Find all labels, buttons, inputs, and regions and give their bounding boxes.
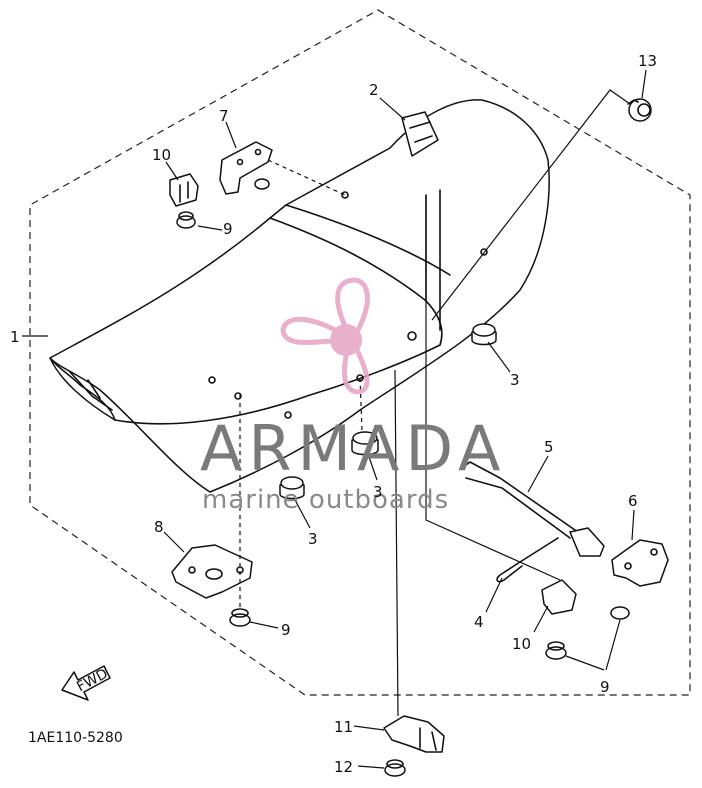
callout-7: 7	[219, 107, 229, 125]
bracket-hole	[254, 148, 262, 156]
part-5-rod-parallel	[465, 477, 571, 539]
clip-detail	[179, 181, 189, 203]
assembly-boundary	[29, 9, 691, 696]
part-12-nut	[384, 759, 406, 777]
plate-center-hole	[205, 568, 223, 580]
mount-hole	[480, 248, 488, 256]
seat-ridge	[269, 217, 443, 346]
part-10-clip-top	[169, 173, 199, 207]
bracket-hole	[624, 562, 632, 570]
part-13-cap	[627, 98, 652, 122]
callout-3-center: 3	[373, 483, 383, 501]
part-9-damper-lower-right	[545, 606, 630, 660]
fwd-label: FWD	[74, 666, 110, 695]
seat-front-edge	[285, 204, 451, 276]
bracket-hole	[236, 158, 244, 166]
propeller-icon	[280, 277, 370, 395]
callout-10-top: 10	[152, 146, 171, 164]
callout-1: 1	[10, 328, 20, 346]
part-4-wire	[496, 537, 559, 583]
callout-3-right: 3	[510, 371, 520, 389]
mount-hole	[341, 191, 349, 199]
part-5-rod-end	[569, 527, 605, 557]
bracket-hole	[650, 548, 658, 556]
strap-detail	[409, 121, 433, 143]
callout-13: 13	[638, 52, 657, 70]
latch-detail	[419, 727, 437, 751]
plate-hole	[188, 566, 196, 574]
part-3-damper-center	[351, 431, 379, 456]
callout-9-top: 9	[223, 220, 233, 238]
mount-hole	[407, 331, 417, 341]
part-11-latch	[383, 715, 445, 753]
mount-hole	[284, 411, 292, 419]
armada-watermark: ARMADA marine outboards	[200, 277, 506, 515]
callout-3-left: 3	[308, 530, 318, 548]
callout-leaders	[22, 69, 647, 769]
part-9-damper-lower-left	[229, 608, 251, 627]
callout-11: 11	[334, 718, 353, 736]
callout-2: 2	[369, 81, 379, 99]
guide-line	[359, 377, 363, 431]
watermark-tagline: marine outboards	[202, 485, 449, 515]
callout-10-lower: 10	[512, 635, 531, 653]
seat-assembly	[49, 99, 550, 493]
part-8-plate	[171, 544, 253, 599]
guide-line	[425, 195, 561, 581]
callout-labels: 2 7 10 9 13 1 3 3 3 5 6 4 8 9 10 9 11 12	[10, 52, 657, 776]
seat-outline	[49, 99, 550, 493]
guide-line	[431, 89, 631, 321]
fwd-arrow-icon: FWD	[61, 665, 111, 701]
part-6-lock-bracket	[611, 539, 669, 587]
callout-9-lower-left: 9	[281, 621, 291, 639]
callout-6: 6	[628, 492, 638, 510]
guide-line	[267, 159, 346, 196]
part-3-damper-right	[471, 323, 497, 346]
figure-code: 1AE110-5280	[28, 730, 123, 746]
callout-12: 12	[334, 758, 353, 776]
seat-tail-detail	[69, 371, 113, 411]
callout-8: 8	[154, 518, 164, 536]
mount-hole	[234, 392, 242, 400]
part-9-damper-top	[176, 178, 270, 229]
guide-line	[394, 369, 399, 717]
callout-5: 5	[544, 438, 554, 456]
watermark-brand: ARMADA	[200, 412, 506, 485]
part-3-damper-left	[279, 476, 305, 500]
callout-9-lower-right: 9	[600, 678, 610, 696]
seat-underside	[114, 344, 441, 425]
callout-4: 4	[474, 613, 484, 631]
mount-hole	[208, 376, 216, 384]
part-10-clip-lower	[541, 579, 577, 615]
